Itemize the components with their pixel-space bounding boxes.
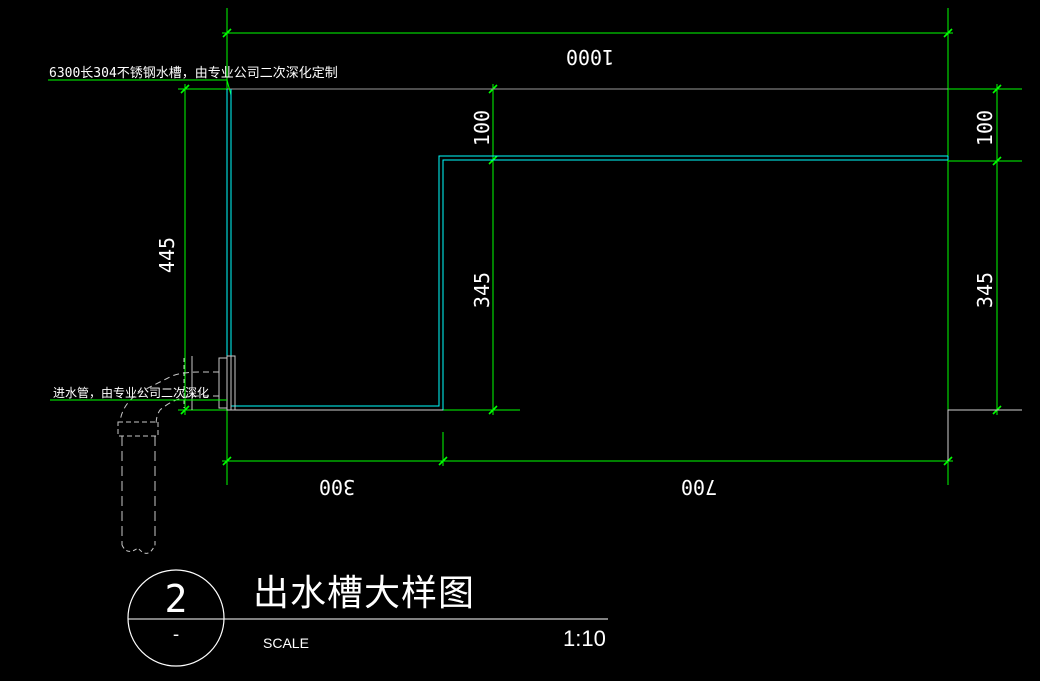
detail-sheet-ref: - — [171, 624, 182, 645]
scale-label: SCALE — [263, 635, 309, 651]
drawing-title: 出水槽大样图 — [253, 573, 475, 614]
detail-circle — [127, 569, 225, 667]
detail-number: 2 — [165, 577, 188, 621]
title-block: 2 - 出水槽大样图 SCALE 1:10 — [127, 569, 608, 667]
pipe-note-text: 进水管，由专业公司二次深化 — [53, 385, 209, 400]
dim-top-total: 1000 — [566, 45, 614, 69]
dim-right-top: 100 — [973, 110, 997, 146]
tank-note-leader — [48, 79, 232, 96]
inlet-pipe — [117, 355, 236, 554]
dim-inner-top: 100 — [470, 110, 494, 146]
scale-value: 1:10 — [563, 626, 606, 651]
floor-line — [227, 409, 1022, 461]
dimension-ticks — [180, 28, 1002, 466]
dim-right-height: 345 — [973, 272, 997, 308]
dim-left-height: 445 — [155, 237, 179, 273]
dim-bottom-right: 700 — [681, 475, 717, 499]
dim-inner-height: 345 — [470, 272, 494, 308]
dim-bottom-left: 300 — [319, 475, 355, 499]
tank-section-outline — [226, 89, 949, 411]
tank-note-text: 6300长304不锈钢水槽，由专业公司二次深化定制 — [49, 65, 338, 81]
